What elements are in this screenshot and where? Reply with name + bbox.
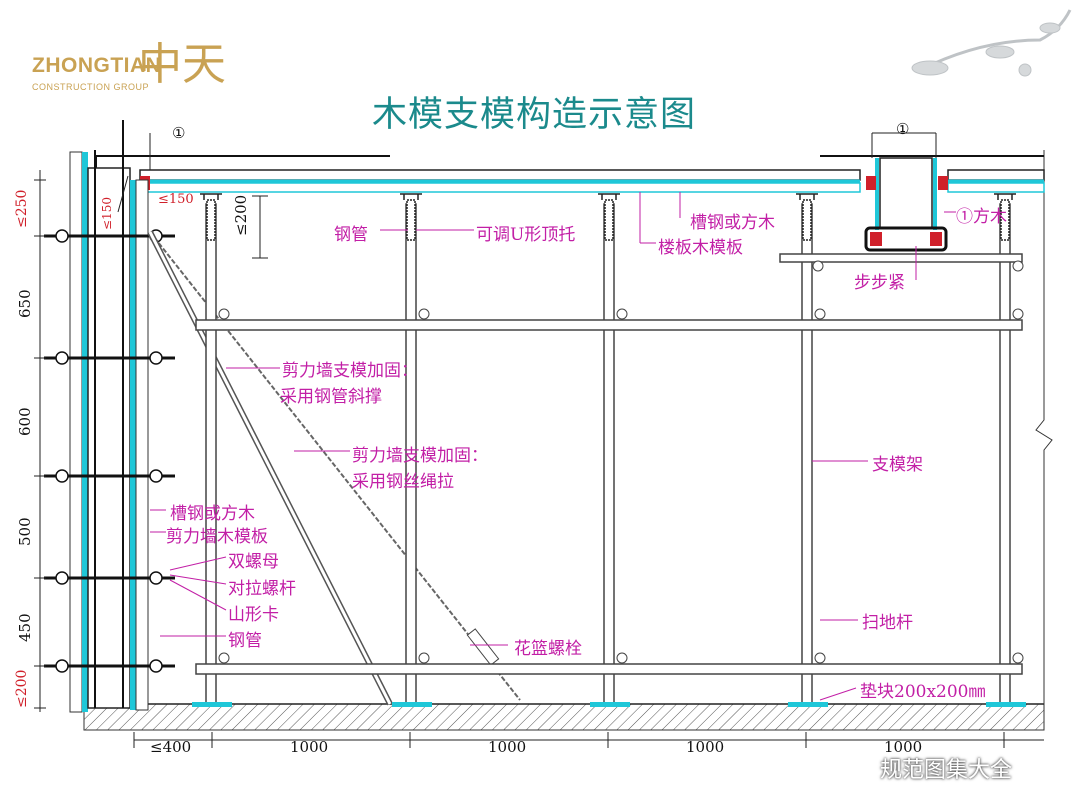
dim-left-450: 450 [16,613,34,642]
company-logo: ZHONGTIAN [32,54,162,77]
watermark: 规范图集大全 [880,758,1013,783]
label-channel-or-timber-wall: 槽钢或方木 [170,504,255,524]
logo-mark: 中天 [138,39,226,90]
label-floor-formwork: 楼板木模板 [658,238,743,258]
page-title: 木模支模构造示意图 [372,95,697,135]
label-u-jack: 可调U形顶托 [476,225,576,245]
floor-slab [95,155,1045,193]
dim-bottom-le400: ≤400 [150,738,192,756]
dimension-lines [34,132,1044,748]
dim-left-600: 600 [16,407,34,436]
dim-bottom-1000-a: 1000 [290,738,329,756]
label-mountain-clip: 山形卡 [228,605,279,625]
label-wall-formwork: 剪力墙木模板 [166,527,268,547]
label-tie-bolt: 对拉螺杆 [228,579,296,599]
label-pad-block: 垫块200x200㎜ [860,682,986,702]
dim-top-le150-a: ≤150 [100,197,114,230]
dim-top-le150-b: ≤150 [158,192,194,207]
wall-ties [44,229,175,673]
label-step-tight: 步步紧 [854,273,905,293]
u-jacks [200,193,1016,241]
label-brace-wire-line1: 剪力墙支模加固： [352,446,488,466]
break-line [1035,150,1053,704]
leader-lines [150,192,956,701]
label-brace-wire-line2: 采用钢丝绳拉 [352,472,454,492]
decorative-branch [911,9,1072,77]
pad-blocks [192,702,1026,707]
dim-left-500: 500 [16,517,34,546]
label-support-frame: 支模架 [872,455,923,475]
dim-left-650: 650 [16,289,34,318]
dim-left-le250: ≤250 [14,189,30,228]
label-double-nut: 双螺母 [228,552,279,572]
company-logo-subtitle: CONSTRUCTION GROUP [32,82,149,92]
label-sweep-rod: 扫地杆 [862,613,913,633]
dim-bottom-1000-b: 1000 [488,738,527,756]
label-steel-pipe-wall: 钢管 [228,631,262,651]
label-timber-1: ①方木 [956,207,1007,227]
dim-bottom-1000-d: 1000 [884,738,923,756]
dim-top-le200: ≤200 [232,194,250,236]
shear-wall [69,120,149,713]
pipe-brace [147,230,393,706]
beam [140,157,948,252]
dim-bottom-1000-c: 1000 [686,738,725,756]
circle-mark-beam: ① [896,120,910,138]
dim-left-le200: ≤200 [14,669,30,708]
label-steel-pipe-top: 钢管 [334,225,368,245]
ground-slab [83,703,1045,731]
label-turnbuckle: 花篮螺栓 [514,639,582,659]
label-brace-pipe-line2: 采用钢管斜撑 [280,387,382,407]
label-brace-pipe-line1: 剪力墙支模加固： [282,361,418,381]
label-channel-or-timber-top: 槽钢或方木 [690,213,775,233]
circle-mark-left: ① [172,124,186,142]
